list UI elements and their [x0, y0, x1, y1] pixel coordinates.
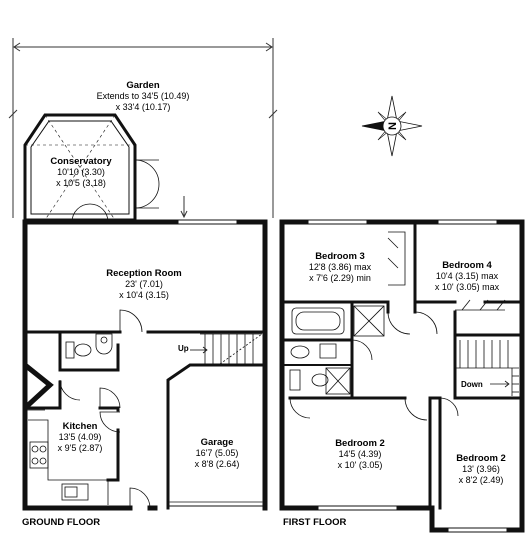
garden-name: Garden: [126, 80, 160, 91]
bedroom2b-dim2: x 8'2 (2.49): [458, 475, 504, 485]
bedroom4-label: Bedroom 4 10'4 (3.15) max x 10' (3.05) m…: [424, 260, 510, 293]
first-floor-doors: [289, 311, 459, 421]
garden-boundary: [8, 38, 278, 219]
bedroom2a-label: Bedroom 2 14'5 (4.39) x 10' (3.05): [320, 438, 400, 471]
kitchen-label: Kitchen 13'5 (4.09) x 9'5 (2.87): [45, 421, 115, 454]
kitchen-dim1: 13'5 (4.09): [58, 432, 102, 442]
conservatory-label: Conservatory 10'10 (3.30) x 10'5 (3.18): [21, 156, 141, 189]
kitchen-name: Kitchen: [62, 421, 98, 432]
compass-north-letter: N: [387, 122, 399, 130]
reception-dim2: x 10'4 (3.15): [119, 290, 169, 300]
bedroom2a-dim2: x 10' (3.05): [337, 460, 383, 470]
reception-name: Reception Room: [106, 268, 182, 279]
bedroom2a-name: Bedroom 2: [335, 438, 385, 449]
bedroom3-dim1: 12'8 (3.86) max: [308, 262, 372, 272]
ground-floor-doors: [25, 309, 151, 509]
first-floor-title: FIRST FLOOR: [283, 517, 347, 528]
conservatory-name: Conservatory: [50, 156, 112, 167]
garden-dim2: x 33'4 (10.17): [115, 102, 171, 112]
stairs-up-label: Up: [178, 344, 189, 353]
ground-stairs: [190, 333, 263, 365]
bedroom2a-dim1: 14'5 (4.39): [338, 449, 382, 459]
garage-label: Garage 16'7 (5.05) x 8'8 (2.64): [172, 437, 262, 470]
first-floor-stairs: [456, 340, 519, 396]
reception-dim1: 23' (7.01): [125, 279, 163, 289]
garage-name: Garage: [200, 437, 234, 448]
ground-floor-walls: [22, 219, 268, 511]
ground-wc-fixtures: [65, 333, 113, 359]
bedroom4-name: Bedroom 4: [442, 260, 492, 271]
bedroom4-dim2: x 10' (3.05) max: [434, 282, 500, 292]
first-floor-fixtures: [289, 231, 506, 395]
bedroom3-name: Bedroom 3: [315, 251, 365, 262]
compass-rose-icon: N: [361, 95, 423, 157]
reception-label: Reception Room 23' (7.01) x 10'4 (3.15): [84, 268, 204, 301]
bedroom4-dim1: 10'4 (3.15) max: [435, 271, 499, 281]
kitchen-dim2: x 9'5 (2.87): [57, 443, 103, 453]
kitchen-fittings: [28, 419, 109, 505]
garage-dim1: 16'7 (5.05): [195, 448, 239, 458]
bedroom2b-label: Bedroom 2 13' (3.96) x 8'2 (2.49): [443, 453, 519, 486]
bedroom2b-name: Bedroom 2: [456, 453, 506, 464]
bedroom3-dim2: x 7'6 (2.29) min: [309, 273, 371, 283]
bedroom2b-dim1: 13' (3.96): [462, 464, 500, 474]
conservatory-dim2: x 10'5 (3.18): [56, 178, 106, 188]
bedroom3-label: Bedroom 3 12'8 (3.86) max x 7'6 (2.29) m…: [300, 251, 380, 284]
conservatory-dim1: 10'10 (3.30): [57, 167, 105, 177]
stairs-down-label: Down: [461, 380, 483, 389]
garden-dim1: Extends to 34'5 (10.49): [96, 91, 190, 101]
ground-floor-title: GROUND FLOOR: [22, 517, 101, 528]
garage-dim2: x 8'8 (2.64): [194, 459, 240, 469]
